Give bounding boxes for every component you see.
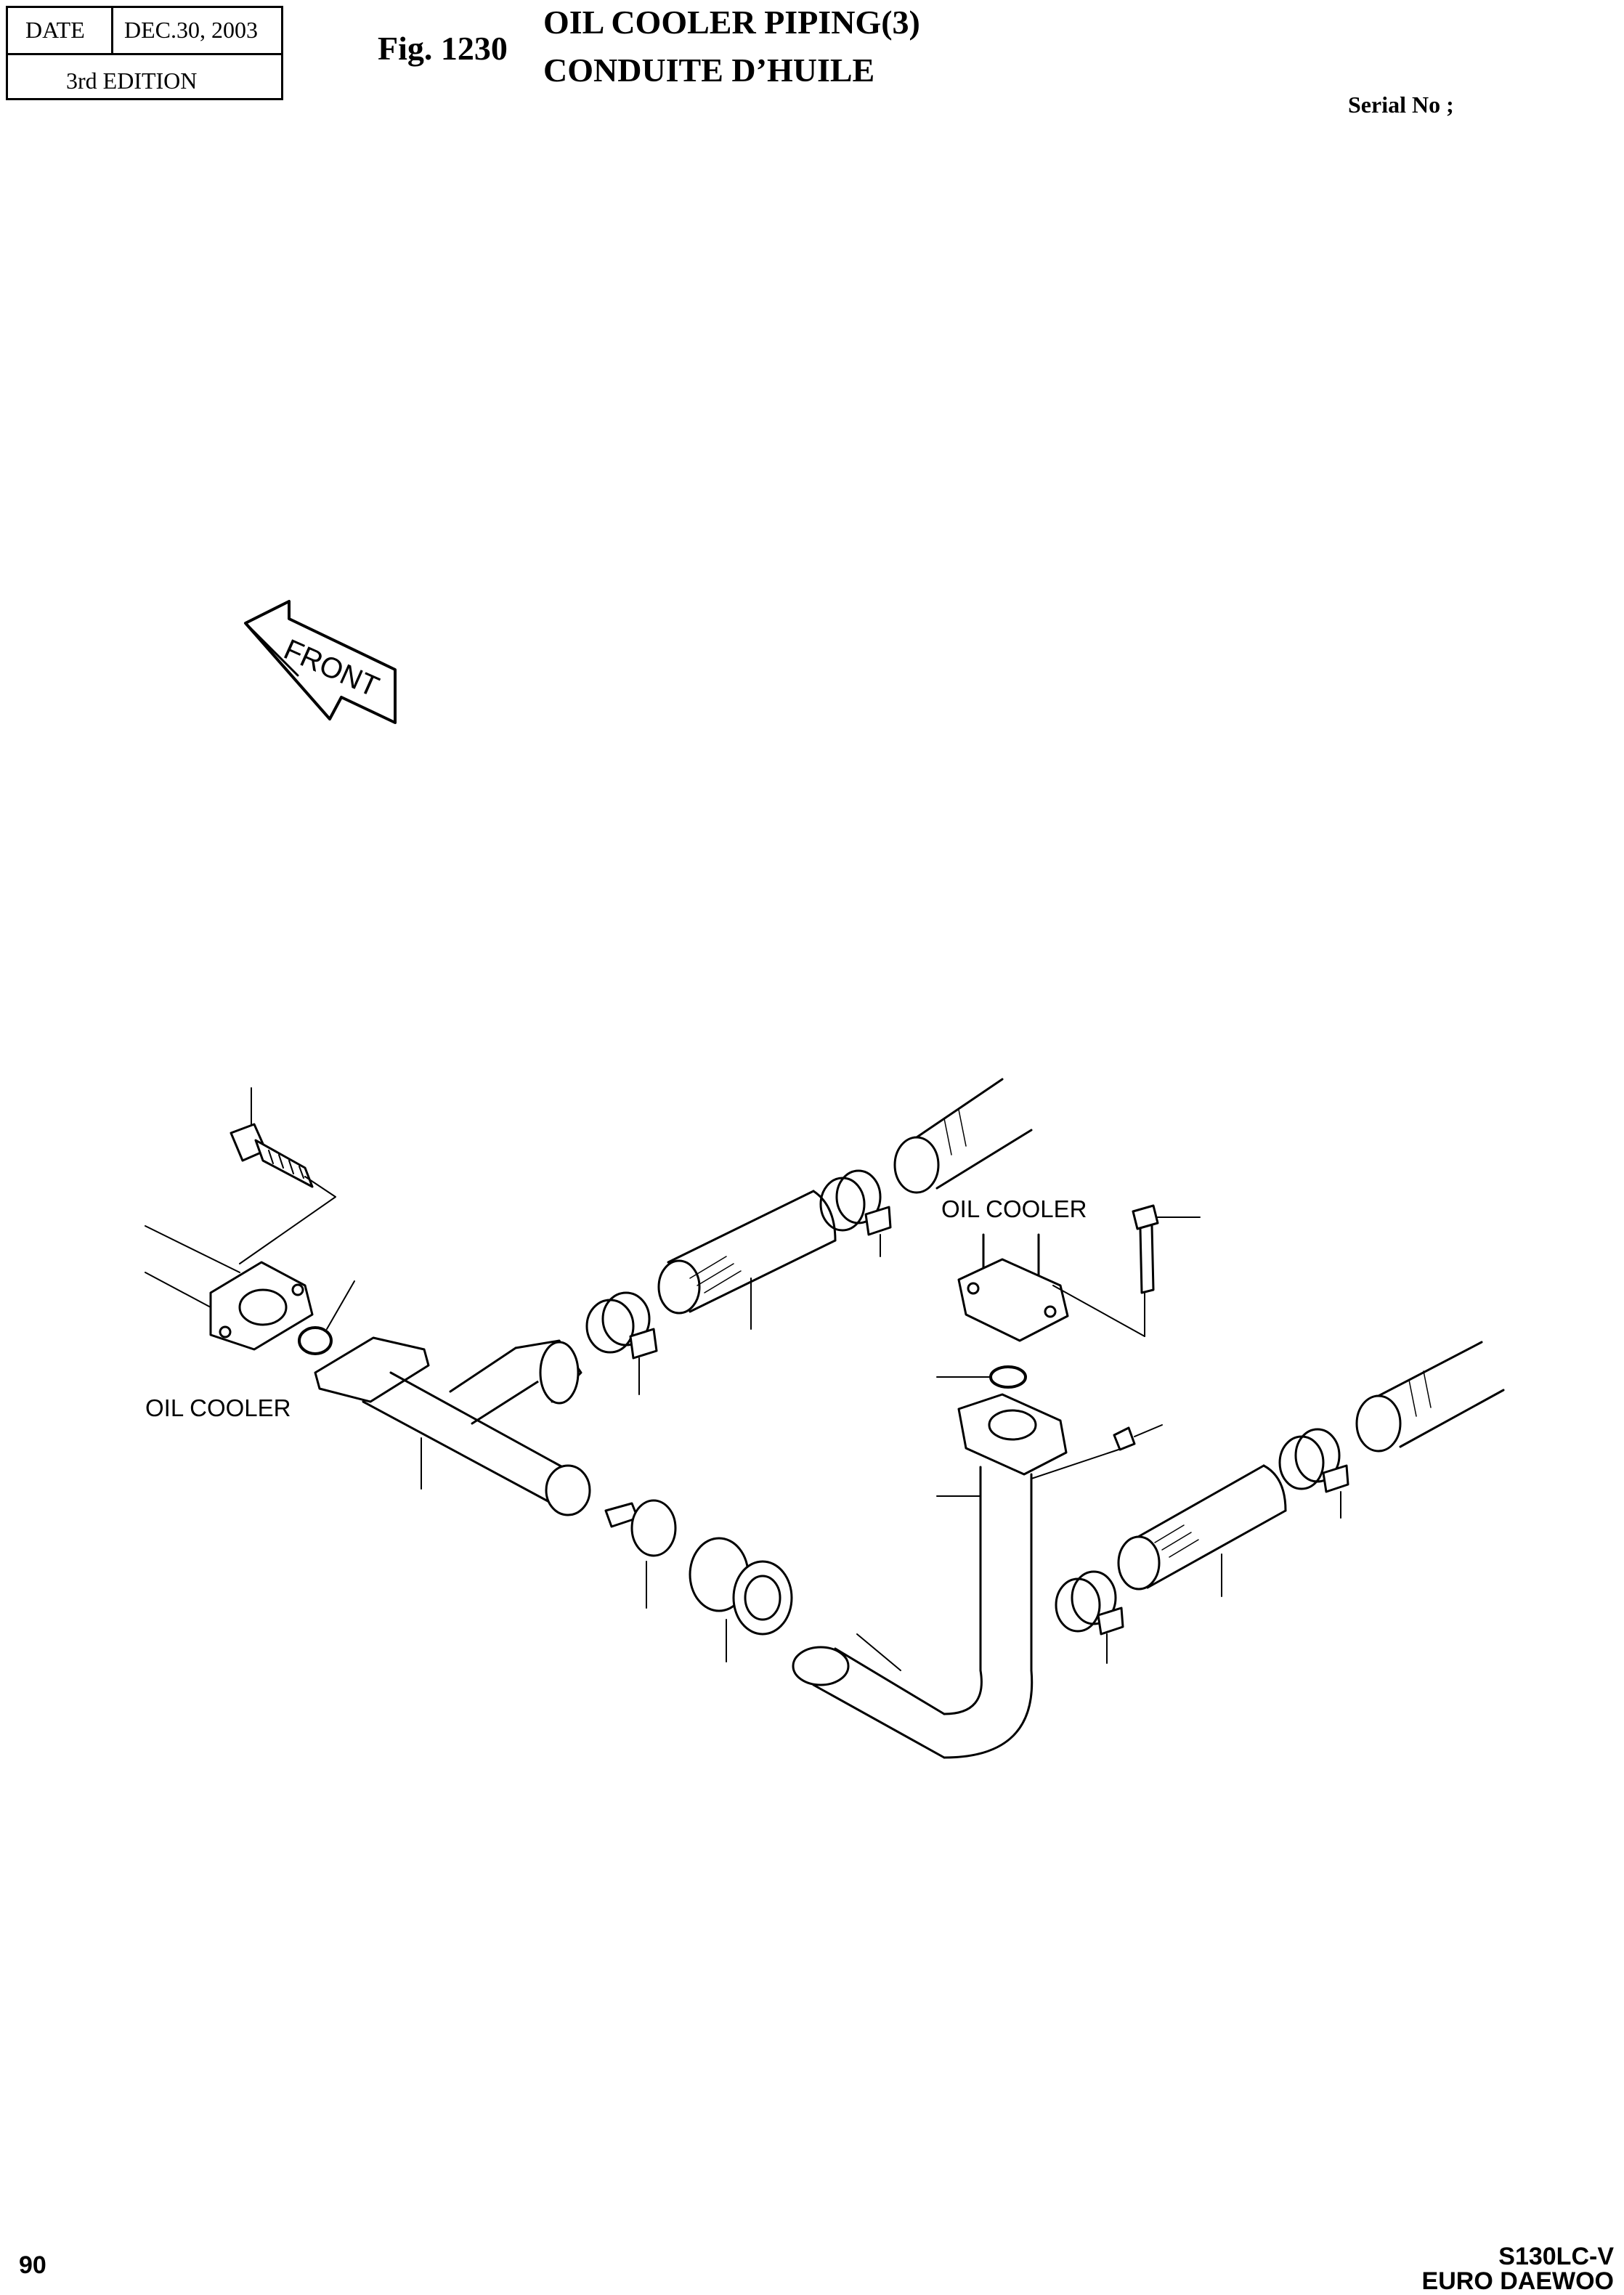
tee-pipe-icon <box>314 1336 591 1516</box>
date-value: DEC.30, 2003 <box>124 17 258 43</box>
adapter-icon <box>689 1537 793 1662</box>
edition-label: 3rd EDITION <box>66 68 198 94</box>
bolt-icon <box>1132 1204 1201 1337</box>
hose-icon <box>657 1190 837 1330</box>
hose-clamp-icon <box>1278 1428 1349 1519</box>
flange-icon <box>957 1233 1145 1342</box>
date-label: DATE <box>25 17 85 43</box>
front-arrow-icon: FRONT <box>244 600 397 724</box>
oil-cooler-label-right: OIL COOLER <box>941 1195 1087 1222</box>
hose-clamp-icon <box>585 1291 658 1395</box>
page-title-english: OIL COOLER PIPING(3) <box>543 4 920 41</box>
o-ring-icon <box>936 1365 1027 1389</box>
oil-cooler-label-left: OIL COOLER <box>145 1394 291 1421</box>
figure-number: Fig. 1230 <box>378 30 508 67</box>
bolt-icon <box>230 1087 336 1264</box>
elbow-pipe-icon <box>792 1393 1068 1759</box>
brand-name: EURO DAEWOO <box>1421 2267 1614 2295</box>
hose-icon <box>1355 1341 1505 1453</box>
date-box-divider <box>111 8 113 53</box>
plug-icon <box>1031 1424 1163 1479</box>
hose-icon <box>1117 1464 1287 1597</box>
date-edition-box: DATE DEC.30, 2003 3rd EDITION <box>6 6 283 100</box>
o-ring-icon <box>298 1280 355 1355</box>
serial-number-label: Serial No ; <box>1348 92 1454 118</box>
date-box-rule <box>8 53 281 55</box>
hose-clamp-icon <box>1055 1570 1124 1664</box>
flange-icon <box>145 1225 314 1351</box>
hose-clamp-icon <box>819 1169 892 1257</box>
page-title-french: CONDUITE D’HUILE <box>543 52 875 89</box>
page-number: 90 <box>19 2251 46 2279</box>
hose-icon <box>893 1078 1033 1194</box>
drain-valve-icon <box>604 1499 677 1609</box>
machine-model: S130LC-V <box>1498 2243 1614 2270</box>
